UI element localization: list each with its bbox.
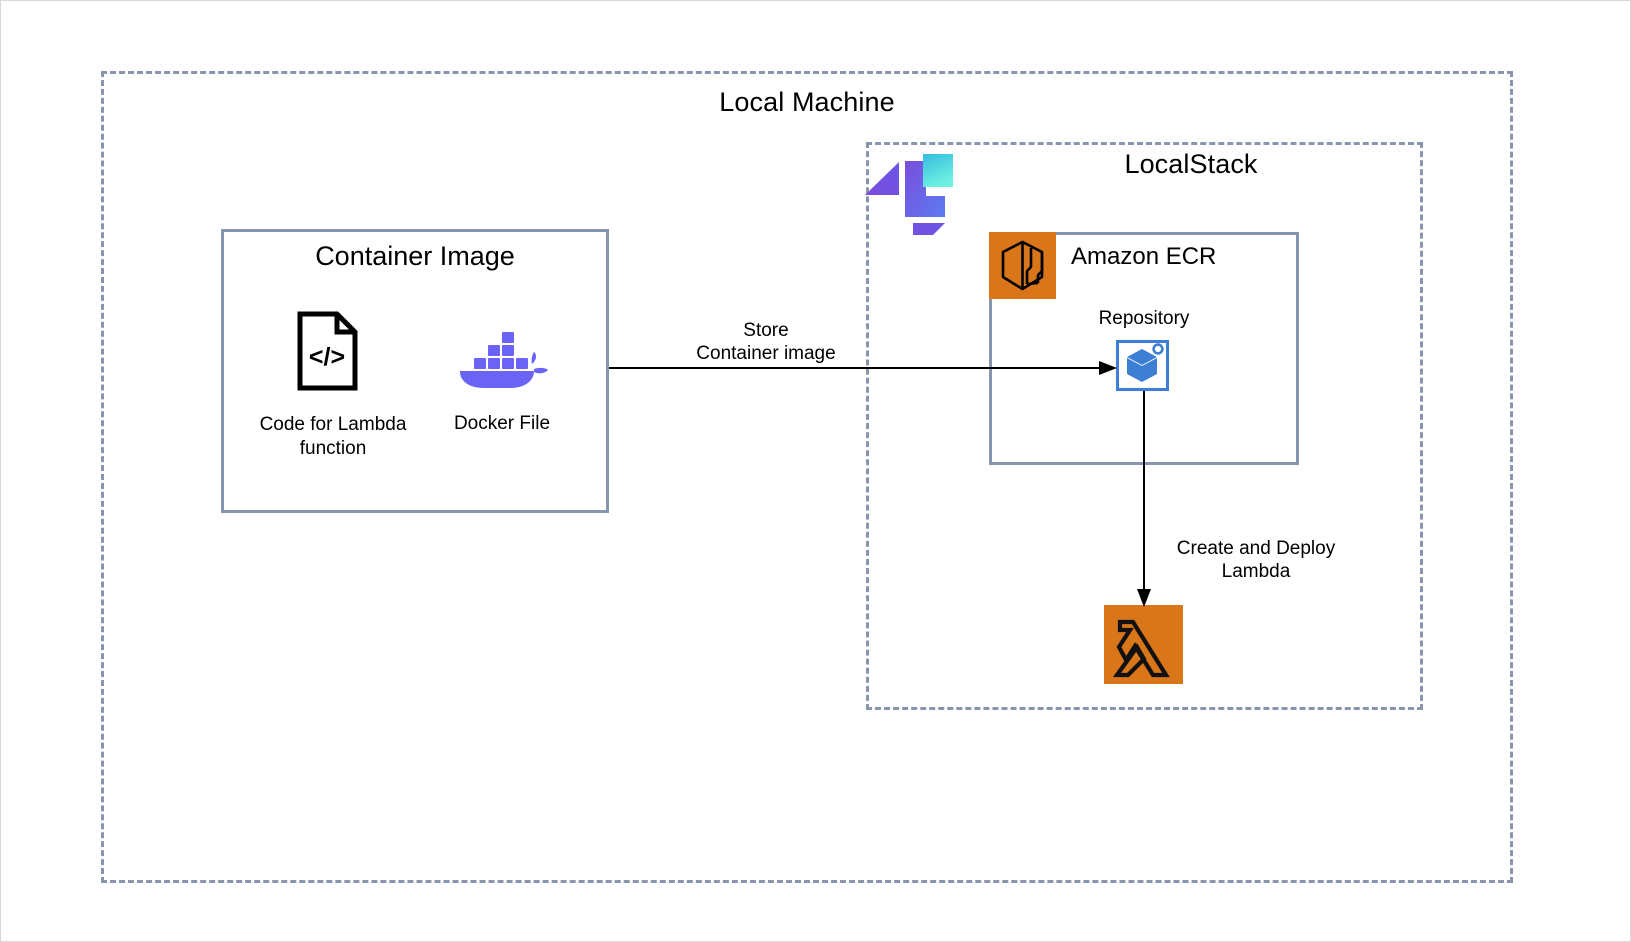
store-arrow-label: Store Container image (696, 320, 836, 364)
container-image-title: Container Image (315, 241, 515, 271)
deploy-arrow (1137, 391, 1151, 607)
code-file-icon: </> (297, 311, 358, 391)
deploy-arrow-label: Create and Deploy Lambda (1176, 538, 1336, 582)
group-local-machine-title: Local Machine (719, 87, 895, 117)
code-file-label: Code for Lambda function (259, 414, 407, 459)
aws-lambda-icon (1104, 605, 1183, 684)
ecr-title: Amazon ECR (1071, 243, 1217, 270)
repository-cube-icon (1116, 340, 1169, 391)
ecr-cube-icon (989, 232, 1056, 299)
repository-label: Repository (1098, 308, 1190, 329)
store-arrow (609, 361, 1117, 375)
svg-text:</>: </> (309, 343, 345, 371)
localstack-logo (863, 149, 953, 255)
group-local-machine (101, 71, 1513, 883)
group-localstack-title: LocalStack (1124, 149, 1258, 179)
docker-file-label: Docker File (453, 413, 551, 434)
docker-whale-icon (456, 326, 548, 388)
group-localstack (866, 142, 1423, 710)
